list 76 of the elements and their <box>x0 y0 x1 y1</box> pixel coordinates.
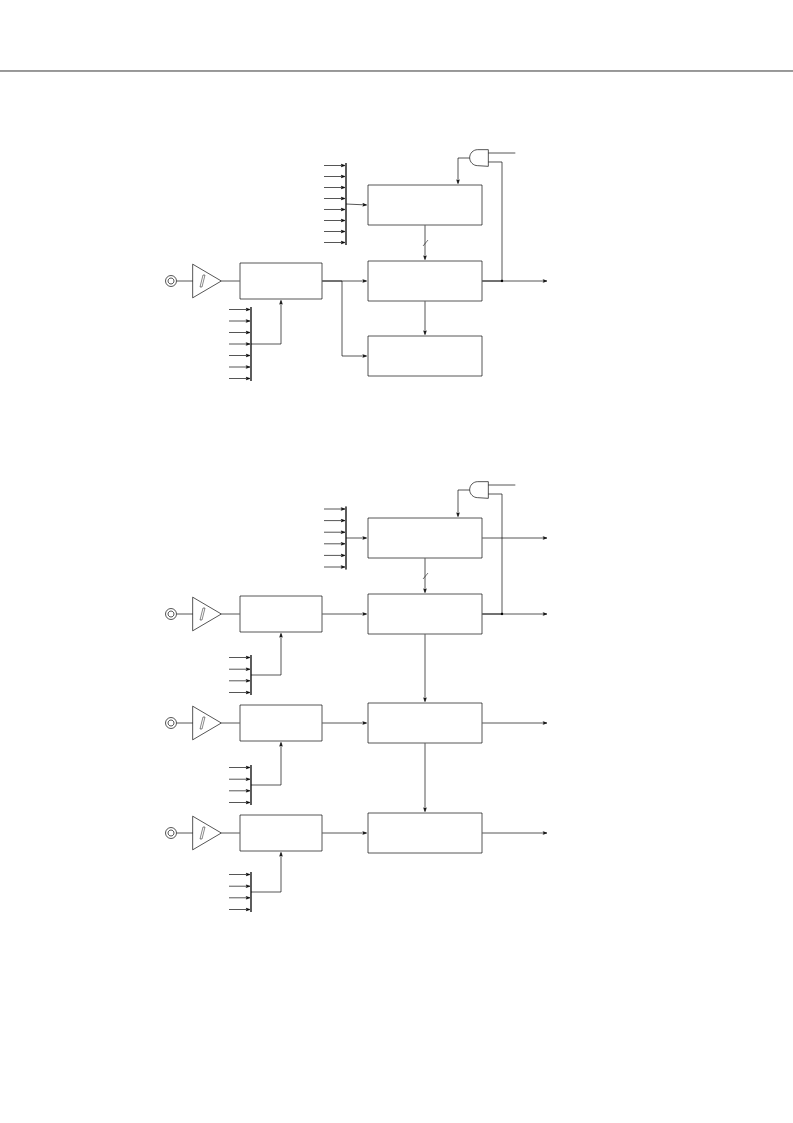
connector-arrow <box>323 218 346 223</box>
connector-arrow <box>228 800 251 805</box>
connector-arrow <box>228 655 251 660</box>
connector-arrow <box>345 203 367 207</box>
connector-arrow <box>323 163 346 168</box>
connector-arrow <box>423 634 427 702</box>
connector-arrow <box>228 307 251 312</box>
input-pin <box>165 827 177 839</box>
connector-arrow <box>228 353 251 358</box>
connector-arrow <box>228 884 251 888</box>
connector-arrow <box>323 507 346 511</box>
connector-arrow <box>228 667 251 671</box>
connector-arrow <box>228 679 251 683</box>
and-gate <box>469 481 489 499</box>
connector-arrow <box>323 174 346 179</box>
block-box <box>367 593 483 635</box>
block-box <box>239 262 323 300</box>
block-box <box>367 517 483 559</box>
input-pin <box>165 717 177 729</box>
connector-arrow <box>228 319 251 323</box>
connector-arrow <box>250 633 283 676</box>
connector-arrow <box>228 896 251 900</box>
schmitt-buffer <box>192 596 222 632</box>
block-box <box>367 812 483 854</box>
connector-arrow <box>423 743 427 812</box>
connector-arrow <box>228 330 251 335</box>
connector-arrow <box>228 690 251 695</box>
block-box <box>239 595 323 633</box>
connector-arrow <box>456 489 470 517</box>
connector-arrow <box>323 553 346 557</box>
connector-arrow <box>323 229 346 234</box>
connector-arrow <box>456 157 470 184</box>
and-gate <box>469 149 489 167</box>
connector-arrow <box>228 365 251 369</box>
connector-arrow <box>323 542 346 546</box>
schmitt-buffer <box>192 263 222 299</box>
connector-arrow <box>482 536 548 540</box>
schmitt-buffer <box>192 815 222 851</box>
block-box <box>367 335 483 377</box>
connector-arrow <box>322 831 367 835</box>
connector-arrow <box>482 612 548 616</box>
connector-arrow <box>250 300 283 345</box>
connector-arrow <box>422 558 429 593</box>
connector-arrow <box>322 721 367 725</box>
connector-arrow <box>250 852 283 893</box>
connector-arrow <box>482 279 548 283</box>
block-box <box>239 704 323 742</box>
connector-arrow <box>323 240 346 245</box>
connector-arrow <box>228 376 251 381</box>
connector-arrow <box>323 565 346 569</box>
schmitt-buffer <box>192 705 222 741</box>
connector-arrow <box>228 907 251 912</box>
connector-arrow <box>228 765 251 770</box>
connector-arrow <box>482 831 548 835</box>
block-box <box>367 702 483 744</box>
connector-arrow <box>228 777 251 781</box>
connector-arrow <box>345 536 367 540</box>
connector-arrow <box>228 872 251 877</box>
connector-arrow <box>422 225 429 260</box>
block-box <box>367 260 483 302</box>
connector-arrow <box>482 721 548 725</box>
connector-arrow <box>323 185 346 190</box>
input-pin <box>165 275 177 287</box>
connector-arrow <box>323 519 346 523</box>
connector-arrow <box>323 207 346 212</box>
input-pin <box>165 608 177 620</box>
connector-arrow <box>228 789 251 793</box>
block-box <box>239 814 323 852</box>
connector-arrow <box>228 342 251 346</box>
connector-arrow <box>323 530 346 534</box>
connector-arrow <box>250 742 283 786</box>
connector-arrow <box>322 612 367 616</box>
connector-arrow <box>423 301 427 335</box>
connector-arrow <box>323 196 346 201</box>
block-box <box>367 184 483 226</box>
connector-arrow <box>322 280 367 358</box>
